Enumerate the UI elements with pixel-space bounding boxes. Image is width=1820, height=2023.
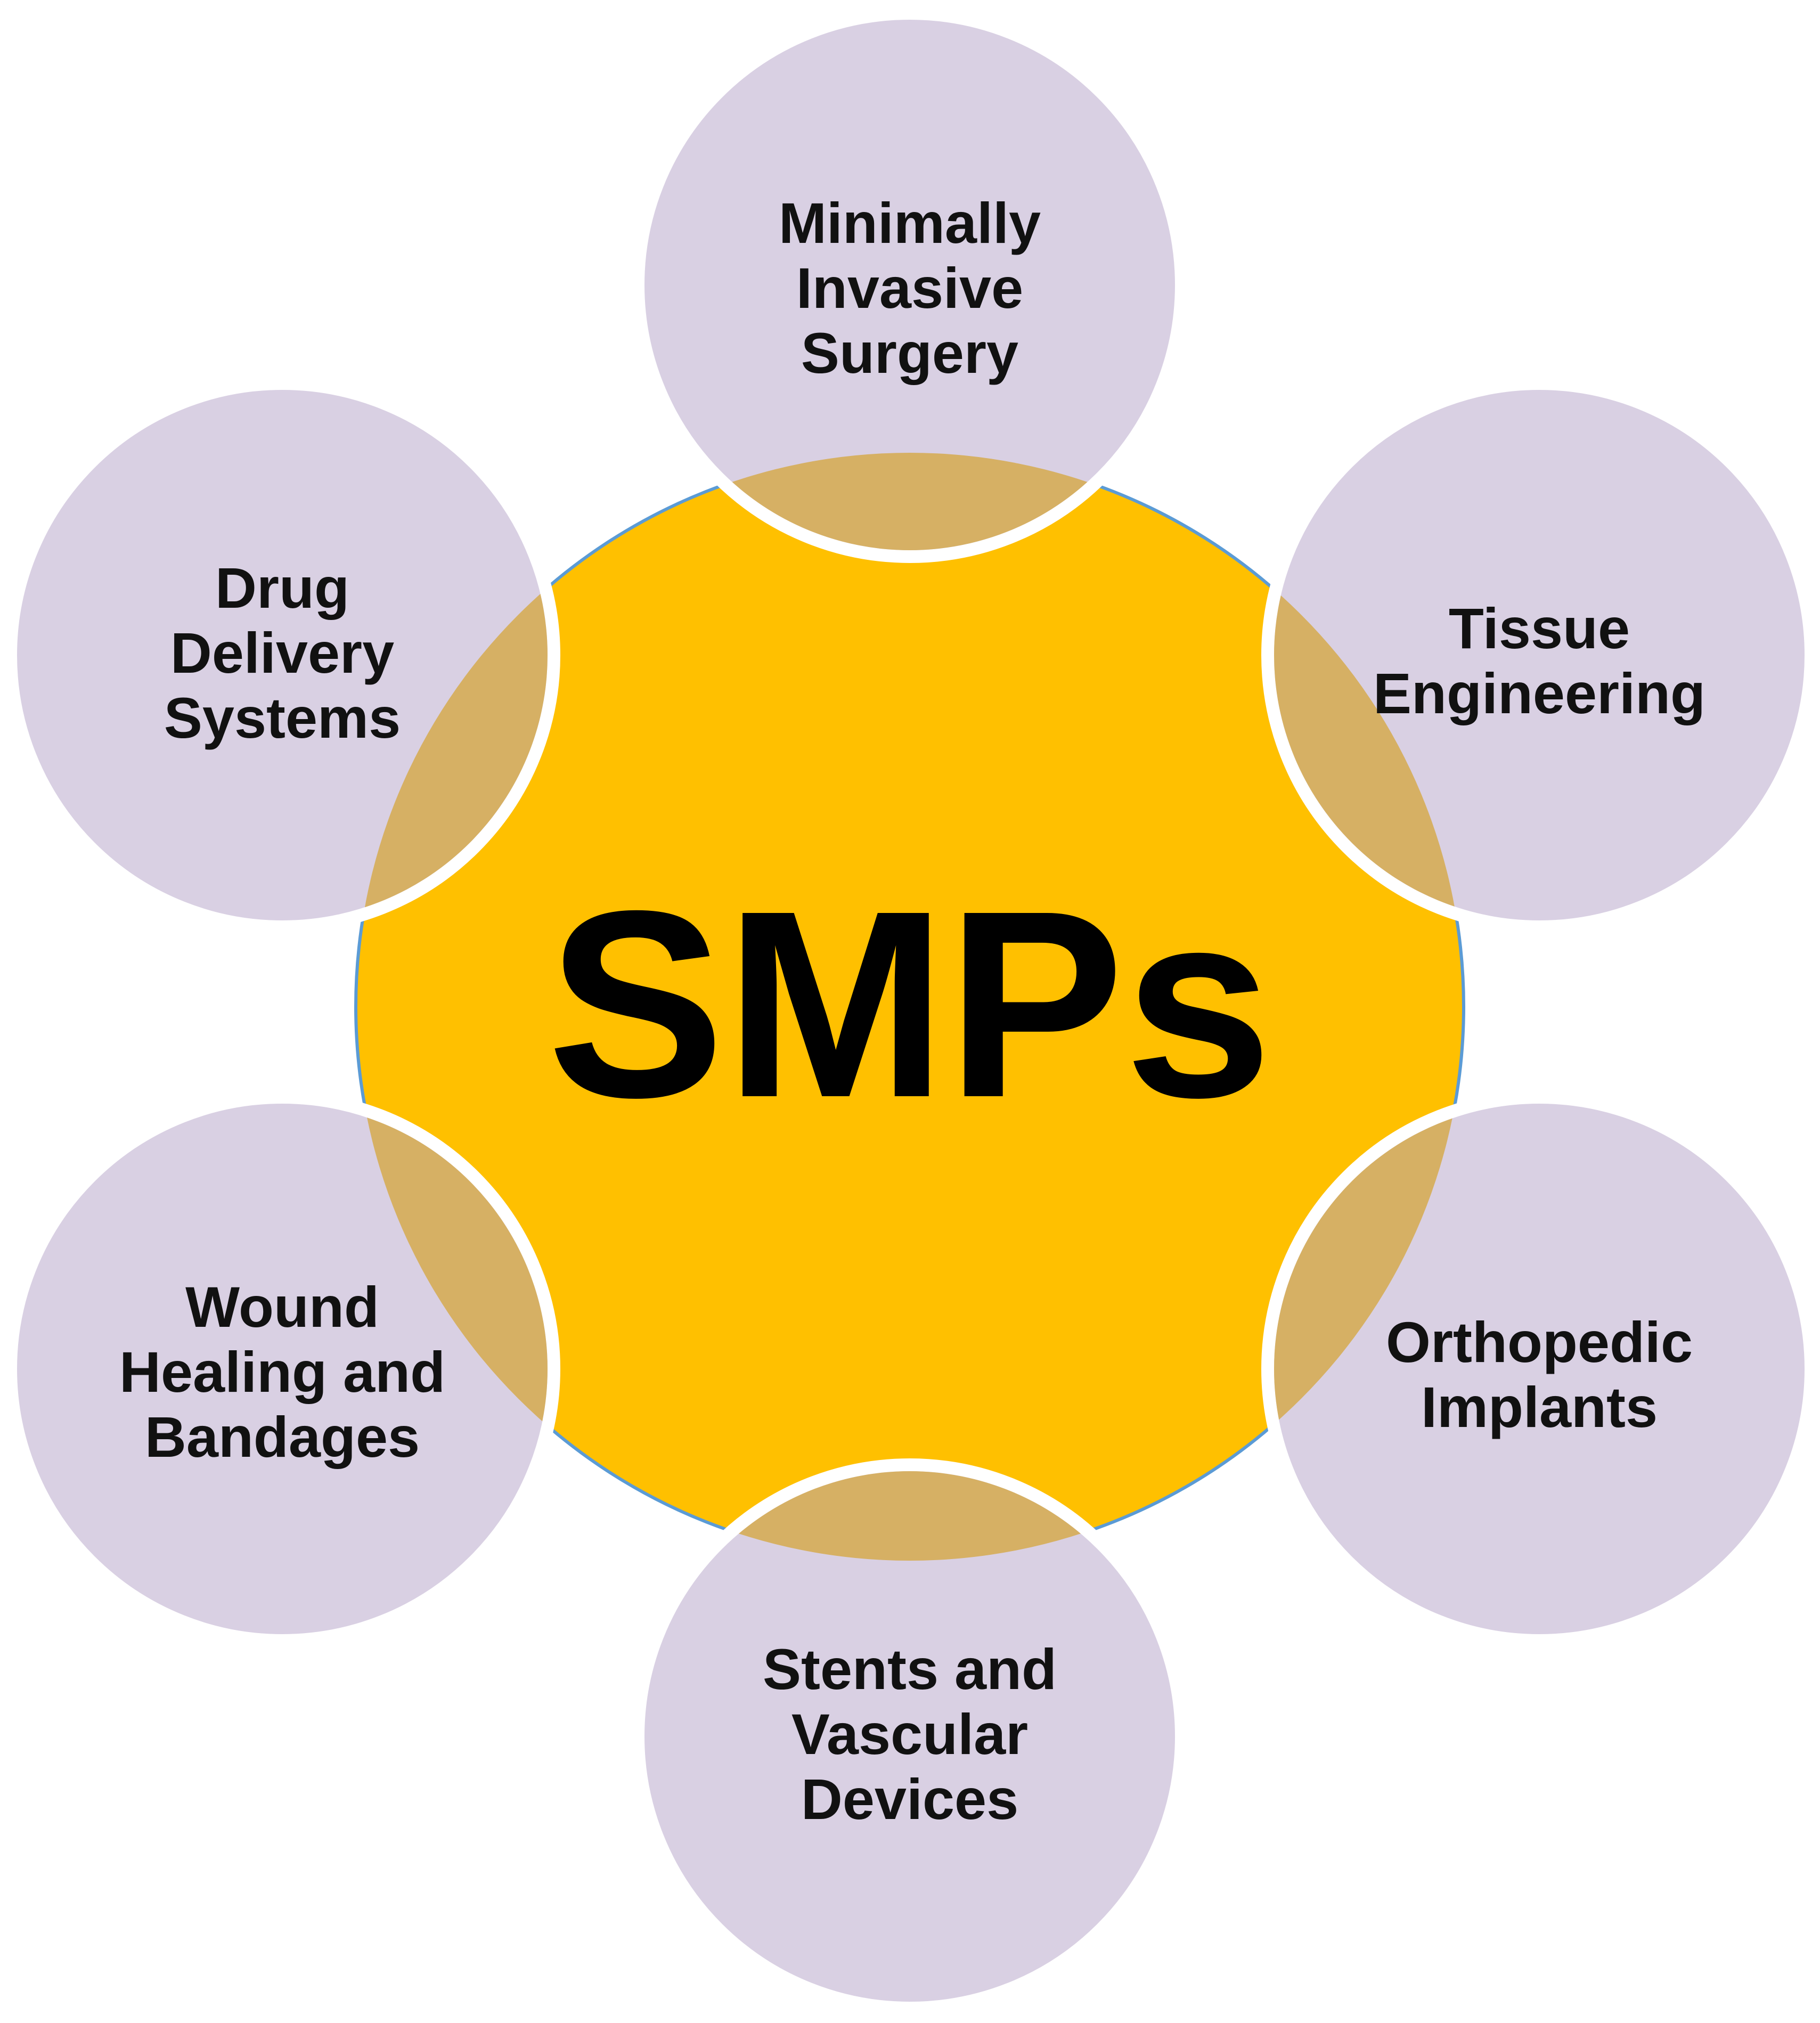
- satellite-label-line: Wound: [185, 1275, 379, 1339]
- satellite-circles: [4, 7, 1817, 2014]
- satellite-label-line: Stents and: [763, 1637, 1057, 1701]
- center-label: SMPs: [547, 855, 1272, 1153]
- satellite-label-line: Tissue: [1449, 596, 1630, 660]
- satellite-circle-minimally-invasive-surgery: [632, 7, 1188, 563]
- satellite-label-line: Orthopedic: [1386, 1310, 1693, 1374]
- satellite-label-line: Delivery: [170, 621, 394, 685]
- satellite-label-line: Engineering: [1373, 661, 1705, 725]
- satellite-label-line: Surgery: [801, 321, 1018, 385]
- satellite-circle-stents-and-vascular-devices: [632, 1458, 1188, 2014]
- satellite-label-line: Devices: [801, 1767, 1018, 1831]
- satellite-label-line: Drug: [215, 556, 349, 620]
- satellite-label-line: Systems: [164, 686, 401, 750]
- satellite-label-line: Vascular: [791, 1702, 1028, 1766]
- satellite-label-line: Minimally: [779, 191, 1041, 255]
- satellite-label-line: Invasive: [796, 256, 1023, 320]
- satellite-label-line: Bandages: [145, 1405, 420, 1469]
- satellite-label-line: Implants: [1421, 1375, 1658, 1439]
- satellite-label-line: Healing and: [119, 1340, 445, 1404]
